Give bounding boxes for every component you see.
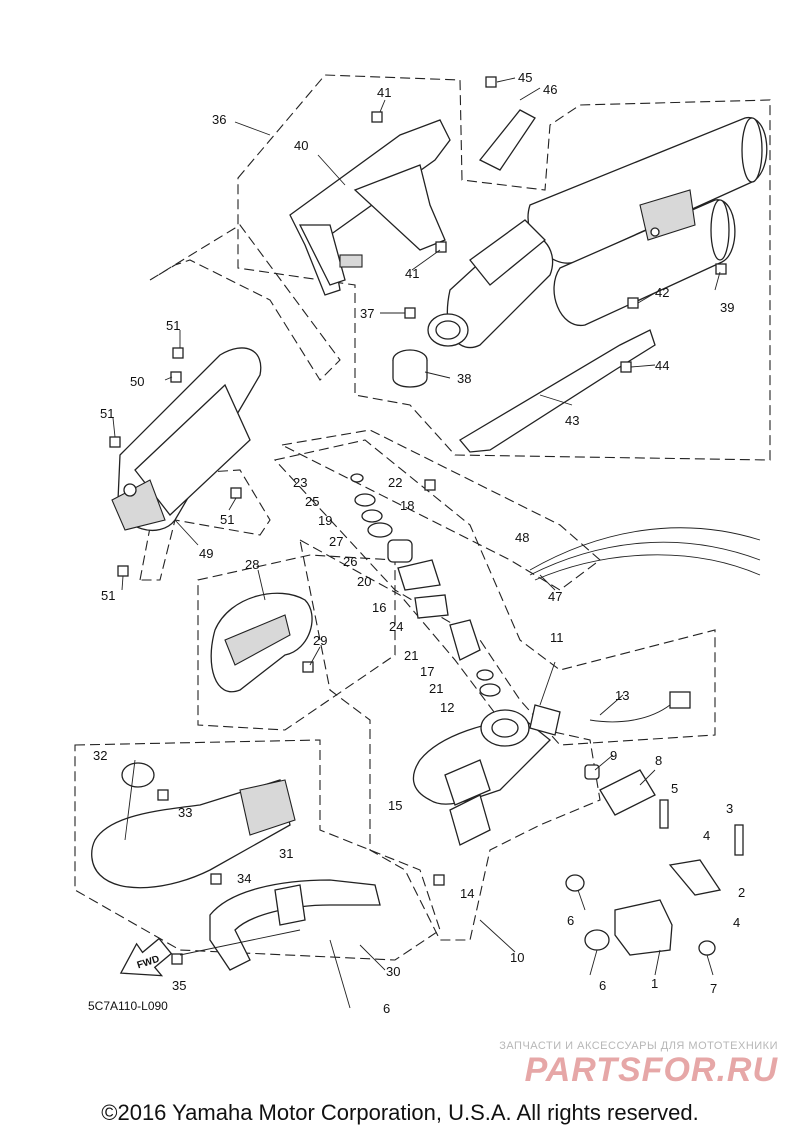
muffler-31 (91, 762, 296, 889)
callout-25: 25 (305, 494, 319, 509)
callout-2: 2 (738, 885, 745, 900)
callout-3: 3 (726, 801, 733, 816)
leader-lines (112, 77, 721, 1009)
control-cables (529, 527, 761, 581)
callout-34: 34 (237, 871, 251, 886)
callout-38: 38 (457, 371, 471, 386)
callout-29: 29 (313, 633, 327, 648)
callout-7: 7 (710, 981, 717, 996)
callout-19: 19 (318, 513, 332, 528)
callout-23: 23 (293, 475, 307, 490)
callout-47: 47 (548, 589, 562, 604)
callout-17: 17 (420, 664, 434, 679)
callout-14: 14 (460, 886, 474, 901)
protector-28 (210, 592, 313, 693)
callout-27: 27 (329, 534, 343, 549)
callout-45: 45 (518, 70, 532, 85)
callout-36: 36 (212, 112, 226, 127)
callout-15: 15 (388, 798, 402, 813)
callout-9: 9 (610, 748, 617, 763)
callout-50: 50 (130, 374, 144, 389)
group-outline-49 (149, 224, 341, 381)
watermark-brand: PARTSFOR.RU (524, 1051, 778, 1089)
callout-32: 32 (93, 748, 107, 763)
group-outline-47 (280, 429, 601, 591)
muffler (527, 117, 768, 326)
bracket-43 (459, 329, 656, 453)
callout-11: 11 (550, 630, 564, 645)
callout-4a: 4 (703, 828, 710, 843)
callout-46: 46 (543, 82, 557, 97)
callout-26: 26 (343, 554, 357, 569)
callout-51b: 51 (100, 406, 114, 421)
heat-shield-40 (289, 119, 451, 296)
callout-44: 44 (655, 358, 669, 373)
callout-labels: 1 2 3 4 4 5 6 6 6 7 8 9 10 11 12 13 14 1… (93, 70, 745, 1016)
callout-21b: 21 (429, 681, 443, 696)
callout-13: 13 (615, 688, 629, 703)
callout-6b: 6 (599, 978, 606, 993)
callout-43: 43 (565, 413, 579, 428)
group-outline-11 (273, 439, 716, 746)
callout-6c: 6 (383, 1001, 390, 1016)
callout-51d: 51 (101, 588, 115, 603)
callout-12: 12 (440, 700, 454, 715)
callout-42: 42 (655, 285, 669, 300)
callout-40: 40 (294, 138, 308, 153)
gasket-38 (392, 349, 428, 388)
bracket-46 (478, 109, 536, 171)
collector-body (427, 219, 554, 349)
callout-51a: 51 (166, 318, 180, 333)
callout-51c: 51 (220, 512, 234, 527)
callout-4b: 4 (733, 915, 740, 930)
oxygen-sensor-13 (589, 691, 691, 723)
callout-39: 39 (720, 300, 734, 315)
callout-35: 35 (172, 978, 186, 993)
small-parts-right (565, 764, 744, 956)
callout-16: 16 (372, 600, 386, 615)
valve-stack (350, 473, 501, 697)
callout-21a: 21 (404, 648, 418, 663)
callout-37: 37 (360, 306, 374, 321)
callout-8: 8 (655, 753, 662, 768)
callout-41b: 41 (405, 266, 419, 281)
group-outline-30 (74, 739, 441, 961)
watermark-tagline: ЗАПЧАСТИ И АКСЕССУАРЫ ДЛЯ МОТОТЕХНИКИ (499, 1040, 778, 1052)
fwd-arrow: FWD (119, 937, 173, 977)
callout-20: 20 (357, 574, 371, 589)
pipe-30 (209, 879, 381, 971)
callout-28: 28 (245, 557, 259, 572)
copyright-notice: ©2016 Yamaha Motor Corporation, U.S.A. A… (101, 1100, 699, 1125)
watermark: ЗАПЧАСТИ И АКСЕССУАРЫ ДЛЯ МОТОТЕХНИКИ PA… (499, 1040, 778, 1088)
side-cover-49 (111, 347, 262, 531)
callout-49: 49 (199, 546, 213, 561)
callout-48: 48 (515, 530, 529, 545)
fasteners (109, 76, 727, 965)
diagram-reference-code: 5C7A110-L090 (88, 999, 168, 1013)
callout-31: 31 (279, 846, 293, 861)
callout-41a: 41 (377, 85, 391, 100)
exhaust-pipe-10 (412, 704, 561, 846)
group-outline-36 (237, 74, 771, 461)
group-outline-28 (197, 554, 396, 731)
callout-22: 22 (388, 475, 402, 490)
callout-30: 30 (386, 964, 400, 979)
callout-10: 10 (510, 950, 524, 965)
callout-1: 1 (651, 976, 658, 991)
callout-24: 24 (389, 619, 403, 634)
callout-18: 18 (400, 498, 414, 513)
callout-33: 33 (178, 805, 192, 820)
callout-6a: 6 (567, 913, 574, 928)
group-outline-10 (299, 538, 601, 941)
callout-5: 5 (671, 781, 678, 796)
